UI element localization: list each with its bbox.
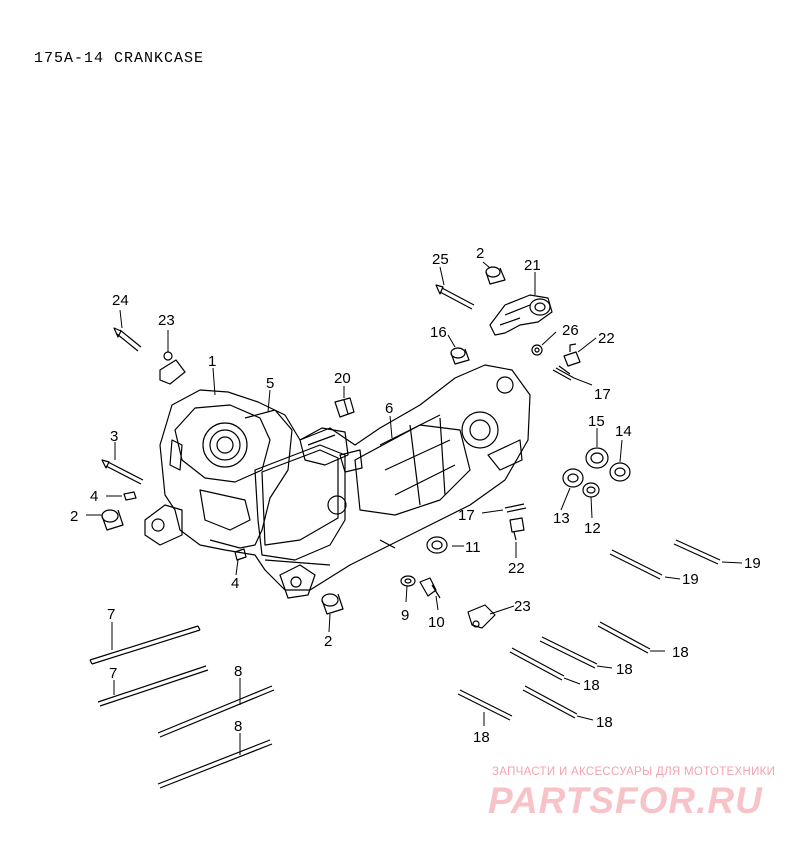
stud-18-e	[457, 689, 513, 721]
seal-14	[609, 462, 631, 482]
callout-17-upper: 17	[594, 386, 611, 403]
bush-2-bottom	[321, 593, 344, 615]
callout-7-upper: 7	[107, 606, 115, 623]
callout-25: 25	[432, 251, 449, 268]
callout-22-upper: 22	[598, 330, 615, 347]
callout-24: 24	[112, 292, 129, 309]
watermark-tagline: ЗАПЧАСТИ И АКСЕССУАРЫ ДЛЯ МОТОТЕХНИКИ	[492, 766, 776, 778]
callout-17-lower: 17	[458, 507, 475, 524]
crankcase-body	[144, 364, 531, 599]
fitting-22-upper	[563, 343, 581, 367]
stud-18-b	[539, 636, 598, 669]
stud-7-lower	[97, 665, 209, 707]
seal-11	[426, 536, 448, 554]
callout-8-upper: 8	[234, 663, 242, 680]
bush-16	[450, 347, 470, 365]
bearing-13	[562, 468, 584, 488]
bush-2-left	[101, 509, 124, 531]
spring-17-lower	[504, 503, 527, 513]
callout-6: 6	[385, 400, 393, 417]
callout-19-right: 19	[744, 555, 761, 572]
callout-18-a: 18	[672, 644, 689, 661]
callout-18-c: 18	[583, 677, 600, 694]
callout-10: 10	[428, 614, 445, 631]
nut-26	[531, 344, 543, 356]
stud-19-left	[609, 549, 663, 580]
callout-2-top: 2	[476, 245, 484, 262]
pin-4-left	[123, 491, 137, 501]
callout-7-lower: 7	[109, 665, 117, 682]
gasket	[239, 409, 293, 549]
callout-12: 12	[584, 520, 601, 537]
callout-23-lower: 23	[514, 598, 531, 615]
leader-lines	[86, 261, 743, 755]
washer-9	[400, 575, 416, 587]
fitting-22-lower	[509, 517, 525, 541]
callout-26: 26	[562, 322, 579, 339]
callout-13: 13	[553, 510, 570, 527]
stud-8-upper	[157, 685, 275, 738]
stud-18-c	[509, 647, 565, 681]
callout-18-d: 18	[596, 714, 613, 731]
callout-21: 21	[524, 257, 541, 274]
seal-12	[582, 482, 600, 498]
callout-1: 1	[208, 353, 216, 370]
callout-8-lower: 8	[234, 718, 242, 735]
callout-14: 14	[615, 423, 632, 440]
callout-18-e: 18	[473, 729, 490, 746]
callout-5: 5	[266, 375, 274, 392]
stud-18-a	[597, 621, 651, 654]
stud-7-upper	[89, 625, 201, 665]
stud-19-right	[673, 539, 721, 565]
callout-20: 20	[334, 370, 351, 387]
callout-15: 15	[588, 413, 605, 430]
callout-22-lower: 22	[508, 560, 525, 577]
pin-4-bottom	[234, 548, 247, 561]
clamp-23-upper	[159, 351, 186, 385]
watermark-logo: PARTSFOR.RU	[488, 780, 763, 821]
bolt-10	[419, 577, 441, 599]
spring-17-upper	[552, 365, 575, 381]
callout-2-bottom: 2	[324, 633, 332, 650]
bolt-25	[435, 284, 475, 310]
callout-9: 9	[401, 607, 409, 624]
clamp-23-lower	[467, 604, 496, 629]
bolt-24	[113, 327, 142, 352]
callout-16: 16	[430, 324, 447, 341]
stud-8-lower	[157, 739, 273, 789]
callout-19-left: 19	[682, 571, 699, 588]
bush-2-top	[485, 266, 506, 285]
bolt-3	[101, 459, 144, 485]
diagram-title: 175A-14 CRANKCASE	[34, 50, 205, 67]
callout-4-bottom: 4	[231, 575, 239, 592]
callout-11: 11	[465, 539, 481, 556]
bearing-15	[585, 447, 609, 469]
callout-23-upper: 23	[158, 312, 175, 329]
callout-3: 3	[110, 428, 118, 445]
bracket-21	[489, 294, 553, 336]
stud-18-d	[522, 685, 578, 719]
callout-4-left: 4	[90, 488, 98, 505]
callout-numbers: 1 2 2 2 3 4 4 5 6 7 7 8 8 9 10 11 12 13 …	[70, 245, 761, 746]
callout-18-b: 18	[616, 661, 633, 678]
bush-20	[334, 397, 355, 418]
callout-2-left: 2	[70, 508, 78, 525]
